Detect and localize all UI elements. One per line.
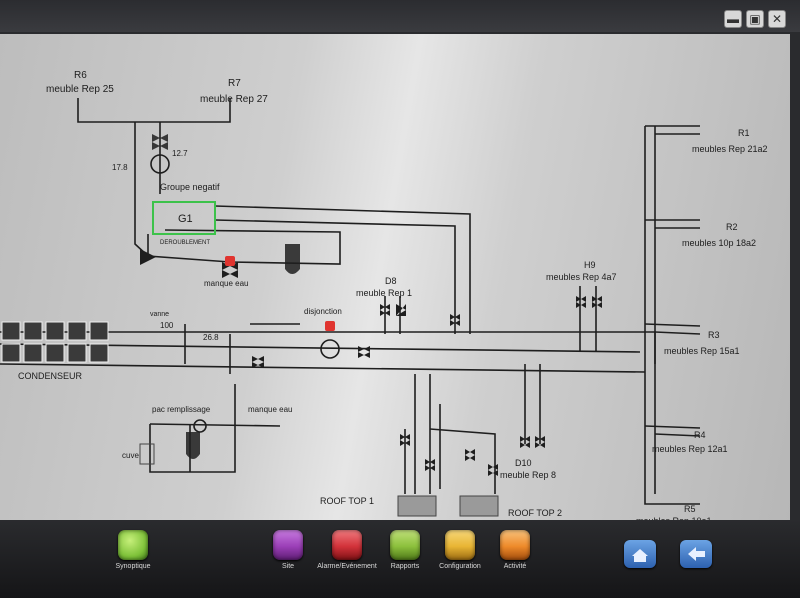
group-g1-box[interactable] <box>152 201 216 235</box>
configuration-icon <box>445 530 475 560</box>
alarm-manque-eau-2-label: manque eau <box>248 405 292 414</box>
synoptic-diagram: R6 meuble Rep 25 R7 meuble Rep 27 17.8 1… <box>0 34 790 529</box>
h9-id: H9 <box>584 260 596 270</box>
restore-icon: ▣ <box>749 12 761 26</box>
r5-id: R5 <box>684 504 696 514</box>
fill-label: pac remplissage <box>152 405 211 414</box>
alarm-disjonction-indicator[interactable] <box>325 321 335 331</box>
close-button[interactable]: ✕ <box>768 10 786 28</box>
nav-synoptique[interactable]: Synoptique <box>98 530 168 570</box>
nav-activite[interactable]: Activité <box>480 530 550 570</box>
r3-label: meubles Rep 15a1 <box>664 346 740 356</box>
r2-label: meubles 10p 18a2 <box>682 238 756 248</box>
h9-label: meubles Rep 4a7 <box>546 272 617 282</box>
group-value-left: 17.8 <box>112 163 128 172</box>
close-icon: ✕ <box>771 12 783 26</box>
site-icon <box>273 530 303 560</box>
report-icon <box>390 530 420 560</box>
back-button[interactable] <box>680 540 712 568</box>
r1-id: R1 <box>738 128 750 138</box>
nav-alarmes[interactable]: Alarme/Evénement <box>312 530 382 570</box>
fill-box-label: cuve <box>122 451 139 460</box>
nav-configuration[interactable]: Configuration <box>425 530 495 570</box>
title-bar: ▬ ▣ ✕ <box>0 0 800 32</box>
alarm-manque-eau-label: manque eau <box>204 279 248 288</box>
r3-id: R3 <box>708 330 720 340</box>
group-box-label: G1 <box>178 213 193 225</box>
valve-value: 100 <box>160 321 174 330</box>
condenser-label: CONDENSEUR <box>18 371 83 381</box>
arrow-left-icon <box>688 547 705 561</box>
rooftop-2-label: ROOF TOP 2 <box>508 508 562 518</box>
condenser-fans <box>1 321 109 363</box>
restore-button[interactable]: ▣ <box>746 10 764 28</box>
navigation-bar: Synoptique Site Alarme/Evénement Rapport… <box>0 520 800 598</box>
r6-id: R6 <box>74 70 87 81</box>
minimize-icon: ▬ <box>727 12 739 26</box>
r4-label: meubles Rep 12a1 <box>652 444 728 454</box>
home-icon <box>632 549 648 562</box>
r7-id: R7 <box>228 78 241 89</box>
group-sub-label: DEROUBLEMENT <box>160 240 210 246</box>
activity-icon <box>500 530 530 560</box>
group-value-top: 12.7 <box>172 149 188 158</box>
rooftop-1-label: ROOF TOP 1 <box>320 496 374 506</box>
alarm-icon <box>332 530 362 560</box>
d8-label: meuble Rep 1 <box>356 288 412 298</box>
r6-label: meuble Rep 25 <box>46 84 114 95</box>
r7-label: meuble Rep 27 <box>200 94 268 105</box>
synoptique-icon <box>118 530 148 560</box>
r1-label: meubles Rep 21a2 <box>692 144 768 154</box>
d8-id: D8 <box>385 276 397 286</box>
alarm-manque-eau-indicator[interactable] <box>225 256 235 266</box>
minimize-button[interactable]: ▬ <box>724 10 742 28</box>
r2-id: R2 <box>726 222 738 232</box>
alarm-disjonction-label: disjonction <box>304 307 342 316</box>
r4-id: R4 <box>694 430 706 440</box>
valve-temp: 26.8 <box>203 333 219 342</box>
piping-diagram: R6 meuble Rep 25 R7 meuble Rep 27 17.8 1… <box>0 70 768 526</box>
d10-id: D10 <box>515 458 532 468</box>
nav-site[interactable]: Site <box>253 530 323 570</box>
d10-label: meuble Rep 8 <box>500 470 556 480</box>
rooftop-units <box>139 443 499 517</box>
valve-label: vanne <box>150 311 169 318</box>
nav-rapports[interactable]: Rapports <box>370 530 440 570</box>
group-name: Groupe negatif <box>160 182 220 192</box>
home-button[interactable] <box>624 540 656 568</box>
